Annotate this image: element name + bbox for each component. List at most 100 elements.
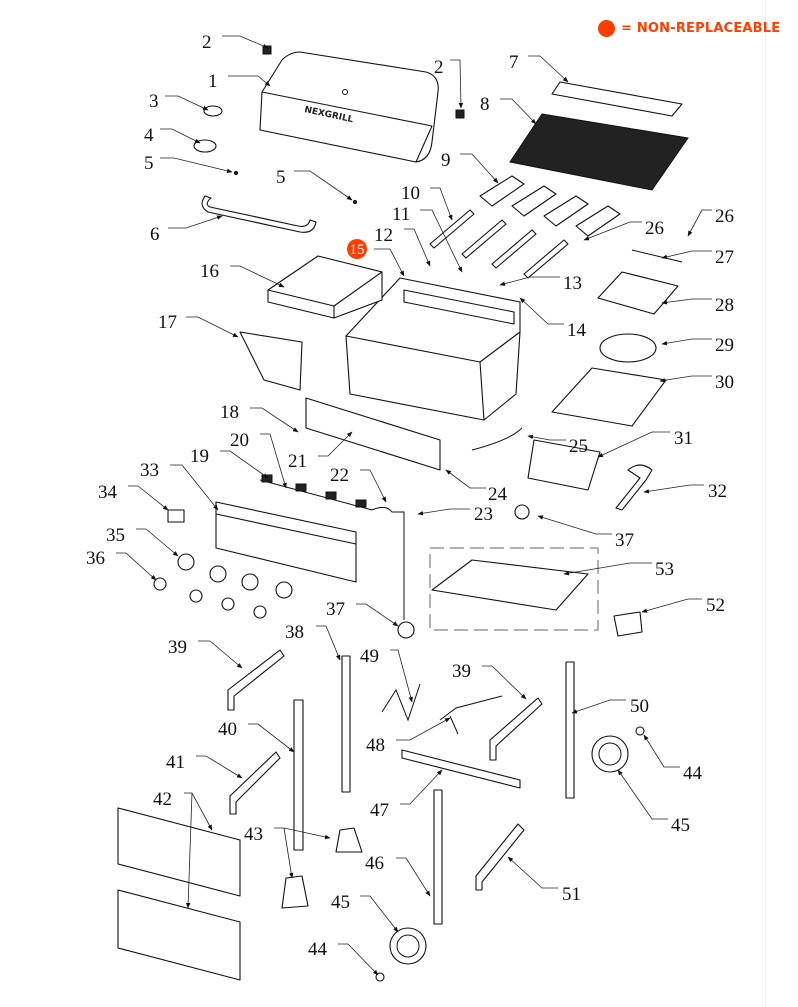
callout-42b xyxy=(185,792,193,909)
part-valve-19d xyxy=(355,499,367,508)
leader-line xyxy=(500,98,537,125)
callout-38: 38 xyxy=(285,622,341,661)
part-leg-40 xyxy=(293,699,304,851)
leader-line xyxy=(430,187,453,221)
callout-48: 48 xyxy=(366,717,451,756)
part-bezel-36d xyxy=(253,605,267,619)
legend-label: = NON-REPLACEABLE xyxy=(621,21,781,36)
part-number-label: 28 xyxy=(715,295,734,316)
leader-line xyxy=(228,75,271,87)
part-number-label: 33 xyxy=(140,460,159,481)
part-screw-2b xyxy=(455,109,465,119)
part-knob-35d xyxy=(275,581,293,599)
leader-line xyxy=(294,170,353,201)
part-wheel-45b xyxy=(389,927,427,965)
part-heat-tent-9b xyxy=(511,185,557,217)
part-number-label: 34 xyxy=(98,482,118,503)
callout-43: 43 xyxy=(244,824,331,845)
leader-line xyxy=(445,469,486,489)
leader-line xyxy=(659,375,712,383)
part-pin-5b xyxy=(352,199,358,205)
part-bracket-51 xyxy=(475,823,525,891)
leader-line xyxy=(563,562,652,576)
leader-line xyxy=(356,603,399,627)
callout-45b: 45 xyxy=(331,892,399,933)
leader-line xyxy=(537,515,612,535)
callout-51: 51 xyxy=(507,856,581,905)
leader-line xyxy=(186,316,239,338)
parts-layer: NEXGRILL xyxy=(117,45,689,982)
callout-11: 11 xyxy=(392,204,463,273)
part-cooking-grate-8 xyxy=(509,113,689,191)
part-axle-nut-44a xyxy=(635,726,645,736)
callout-26a: 26 xyxy=(583,218,664,241)
callout-5b: 5 xyxy=(276,167,353,201)
leader-line xyxy=(283,827,294,879)
callout-37b: 37 xyxy=(326,599,399,627)
part-side-burner-32 xyxy=(615,464,653,511)
part-heat-shield-21 xyxy=(305,397,441,471)
part-burner-10d xyxy=(523,239,569,279)
callout-21: 21 xyxy=(288,431,353,472)
page-edge-divider xyxy=(765,0,766,1007)
part-knob-35a xyxy=(177,553,195,571)
leader-line xyxy=(597,431,670,458)
leader-line xyxy=(170,464,219,511)
callout-31: 31 xyxy=(597,428,693,458)
part-number-label: 18 xyxy=(220,402,239,423)
part-number-label: 26 xyxy=(715,206,734,227)
part-number-label: 49 xyxy=(360,646,379,667)
leader-line xyxy=(390,649,413,703)
part-burner-10c xyxy=(491,229,537,269)
part-valve-manifold-20 xyxy=(259,479,373,511)
part-number-label: 44 xyxy=(308,939,328,960)
part-regulator-37 xyxy=(397,621,415,639)
part-number-label: 5 xyxy=(276,167,286,188)
part-foot-43b xyxy=(281,875,309,909)
leader-line xyxy=(374,248,405,277)
callout-30: 30 xyxy=(659,372,734,393)
part-wheel-45a-hub xyxy=(598,742,622,766)
legend: = NON-REPLACEABLE xyxy=(598,20,780,37)
leader-line xyxy=(250,407,299,433)
non-replaceable-dot-icon xyxy=(598,20,615,37)
part-wheel-45a xyxy=(591,735,629,773)
callout-13: 13 xyxy=(499,273,582,294)
part-number-label: 45 xyxy=(671,815,690,836)
part-number-label: 36 xyxy=(86,548,105,569)
callout-26b: 26 xyxy=(687,206,734,237)
leader-line xyxy=(360,895,399,933)
leader-line xyxy=(116,552,157,581)
part-number-label: 38 xyxy=(285,622,304,643)
callout-25: 25 xyxy=(527,434,588,457)
callout-5a: 5 xyxy=(144,153,233,174)
callout-10: 10 xyxy=(401,183,453,221)
leader-line xyxy=(404,228,431,267)
part-knob-35b xyxy=(209,565,227,583)
part-number-label: 47 xyxy=(370,800,389,821)
part-door-42b xyxy=(117,889,241,981)
leader-line xyxy=(528,55,569,83)
part-grease-cup-52 xyxy=(613,611,643,637)
part-number-label: 9 xyxy=(441,150,451,171)
callout-7: 7 xyxy=(509,52,569,83)
callout-16: 16 xyxy=(200,261,285,288)
part-number-label: 8 xyxy=(480,94,490,115)
callout-23: 23 xyxy=(417,504,493,525)
part-burner-10a xyxy=(429,209,475,249)
callout-27: 27 xyxy=(661,247,734,268)
callout-45a: 45 xyxy=(617,769,690,836)
part-bezel-36b xyxy=(189,589,203,603)
leader-line xyxy=(643,734,680,768)
part-number-label: 37 xyxy=(326,599,345,620)
leader-line xyxy=(482,665,527,700)
leader-line xyxy=(160,157,233,173)
part-number-label: 48 xyxy=(366,735,385,756)
part-side-burner-panel-31 xyxy=(527,439,601,491)
part-grease-tray-53 xyxy=(431,559,589,611)
part-side-burner-lid-28 xyxy=(597,271,679,315)
callout-43b xyxy=(283,827,294,879)
part-number-label: 14 xyxy=(567,320,587,341)
leader-line xyxy=(661,338,712,346)
callout-47: 47 xyxy=(370,769,443,821)
